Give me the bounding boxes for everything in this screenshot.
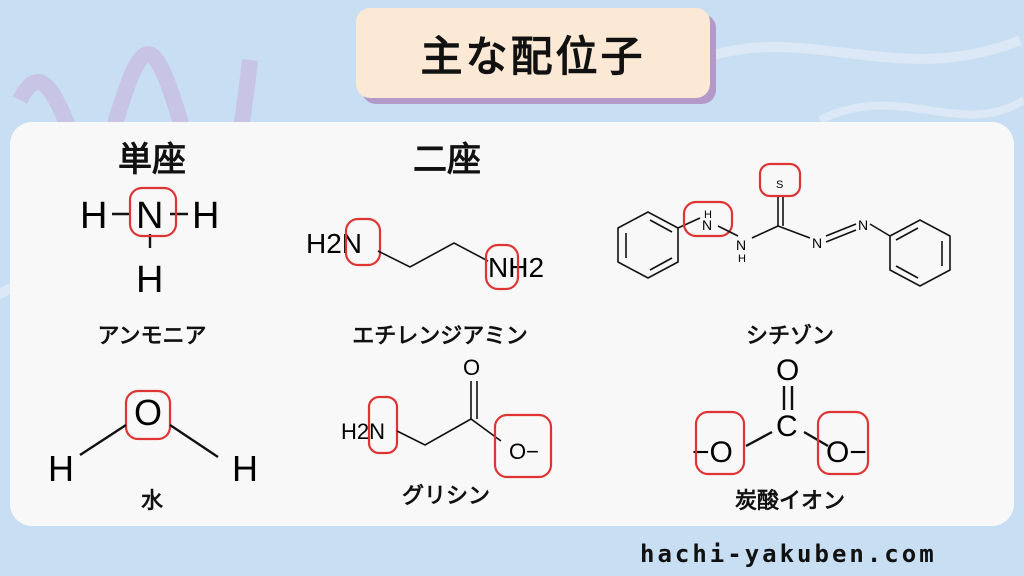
- glycine-structure: H2N O O−: [341, 355, 553, 479]
- atom-n: N: [702, 217, 712, 233]
- label-carbonate: 炭酸イオン: [734, 489, 846, 514]
- atom-h: H: [192, 195, 219, 237]
- atom-o: O: [776, 354, 799, 387]
- atom-minus-o: −O: [692, 436, 733, 469]
- donor-highlight: [484, 243, 520, 291]
- atom-h: H: [80, 195, 107, 237]
- atom-h2n: H2N: [341, 419, 385, 444]
- ethylenediamine-structure: H2N NH2: [306, 217, 544, 291]
- atom-o-minus: O−: [509, 439, 539, 464]
- page-title: 主な配位子: [420, 31, 646, 81]
- donor-highlight: [758, 162, 802, 198]
- atom-o-minus: O−: [826, 436, 867, 469]
- label-water: 水: [140, 489, 164, 514]
- atom-h: H: [738, 253, 746, 265]
- atom-h: H: [232, 448, 258, 489]
- donor-highlight: [124, 389, 172, 441]
- atom-n: N: [736, 237, 746, 253]
- site-url: hachi-yakuben.com: [640, 540, 937, 568]
- label-glycine: グリシン: [401, 484, 491, 509]
- content-card: [10, 122, 1014, 526]
- water-structure: O H H: [48, 389, 258, 489]
- carbonate-structure: O C −O O−: [692, 354, 870, 476]
- ammonia-structure: H N H H: [80, 186, 219, 301]
- atom-h: H: [704, 209, 712, 221]
- donor-highlight: [493, 413, 553, 479]
- heading-bidentate: 二座: [413, 140, 481, 180]
- atom-o: O: [463, 355, 480, 380]
- atom-h2n: H2N: [306, 228, 362, 259]
- donor-highlight: [367, 395, 399, 455]
- atom-n: N: [858, 217, 868, 233]
- donor-highlight: [344, 217, 382, 267]
- heading-monodentate: 単座: [118, 140, 186, 180]
- label-dithizone: シチゾン: [745, 324, 835, 349]
- atom-c: C: [776, 410, 798, 443]
- donor-highlight: [694, 410, 746, 476]
- label-ethylenediamine: エチレンジアミン: [352, 324, 528, 349]
- donor-highlight: [682, 200, 734, 238]
- label-ammonia: アンモニア: [97, 324, 207, 349]
- atom-s: S: [776, 179, 783, 191]
- atom-nh2: NH2: [488, 252, 544, 283]
- title-banner: 主な配位子: [356, 8, 710, 98]
- donor-highlight: [128, 186, 178, 238]
- atom-n: N: [812, 235, 822, 251]
- dithizone-structure: H N N H S N N: [617, 162, 951, 287]
- donor-highlight: [816, 410, 870, 476]
- atom-n: N: [136, 195, 163, 237]
- atom-o: O: [134, 392, 162, 433]
- atom-h: H: [136, 259, 163, 301]
- atom-h: H: [48, 448, 74, 489]
